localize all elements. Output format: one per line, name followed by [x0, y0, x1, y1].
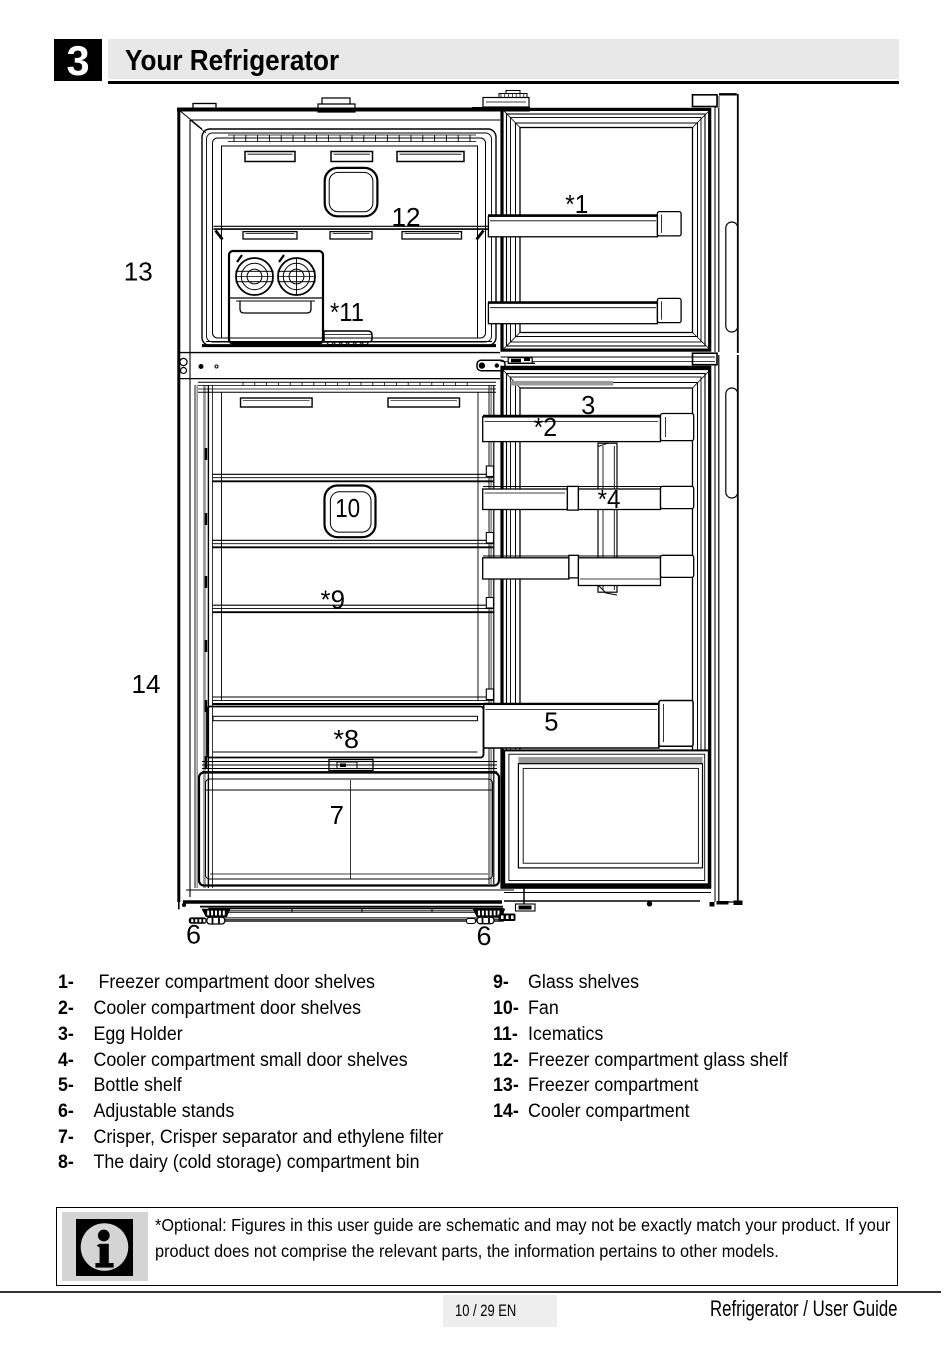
svg-text:13: 13 — [124, 259, 153, 287]
svg-text:12: 12 — [392, 204, 421, 232]
svg-text:3: 3 — [581, 392, 595, 420]
svg-text:*2: *2 — [534, 414, 558, 442]
svg-text:6: 6 — [476, 921, 491, 951]
svg-text:*11: *11 — [330, 299, 364, 327]
svg-text:*1: *1 — [565, 191, 588, 219]
svg-text:7: 7 — [330, 802, 344, 830]
svg-text:*9: *9 — [321, 586, 346, 614]
svg-text:5: 5 — [544, 708, 558, 736]
svg-text:6: 6 — [186, 920, 201, 950]
svg-text:10: 10 — [335, 495, 360, 523]
svg-text:14: 14 — [132, 671, 161, 699]
svg-text:*8: *8 — [334, 726, 360, 754]
svg-text:*4: *4 — [598, 486, 621, 514]
